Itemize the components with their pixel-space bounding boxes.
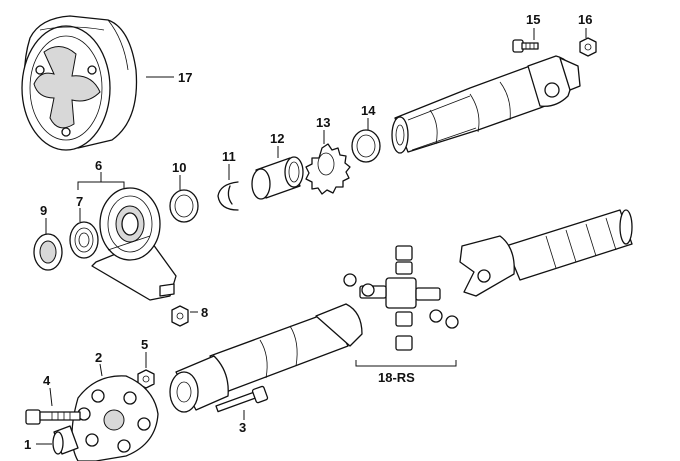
callout-1: 1 <box>24 437 31 452</box>
part-10-dust-cap[interactable] <box>169 189 199 223</box>
part-12-sleeve[interactable] <box>251 156 304 200</box>
callout-7: 7 <box>76 194 83 209</box>
callout-10: 10 <box>172 160 186 175</box>
part-8-nut[interactable] <box>171 305 189 327</box>
callout-9: 9 <box>40 203 47 218</box>
callout-18rs: 18-RS <box>378 370 415 385</box>
slip-yoke-shaft[interactable] <box>459 209 633 297</box>
callout-13: 13 <box>316 115 330 130</box>
part-4-bolt[interactable] <box>25 409 81 425</box>
callout-4: 4 <box>43 373 51 388</box>
part-17-flex-disc[interactable] <box>21 15 138 151</box>
callout-14: 14 <box>361 103 376 118</box>
callout-12: 12 <box>270 131 284 146</box>
part-2-flex-coupling[interactable] <box>71 375 159 461</box>
part-16-nut[interactable] <box>579 37 597 57</box>
callout-8: 8 <box>201 305 208 320</box>
part-9-seal[interactable] <box>33 233 63 271</box>
part-6-center-bearing[interactable] <box>91 187 177 301</box>
part-15-bolt[interactable] <box>512 39 539 53</box>
callout-5: 5 <box>141 337 148 352</box>
callout-16: 16 <box>578 12 592 27</box>
part-1-bushing[interactable] <box>52 425 79 455</box>
rear-propeller-shaft[interactable] <box>169 303 363 413</box>
part-13-retaining-ring[interactable] <box>305 143 351 195</box>
part-7-ball-bearing[interactable] <box>69 221 99 259</box>
callout-6: 6 <box>95 158 102 173</box>
part-18rs-universal-joint[interactable] <box>343 245 459 351</box>
callout-11: 11 <box>222 149 236 164</box>
part-5-nut[interactable] <box>137 369 155 389</box>
front-propeller-shaft[interactable] <box>391 55 581 154</box>
callout-15: 15 <box>526 12 540 27</box>
callout-17: 17 <box>178 70 192 85</box>
callout-2: 2 <box>95 350 102 365</box>
part-3-bolt[interactable] <box>215 385 269 413</box>
part-11-circlip[interactable] <box>217 181 239 211</box>
callout-3: 3 <box>239 420 246 435</box>
part-14-ring[interactable] <box>351 129 381 163</box>
